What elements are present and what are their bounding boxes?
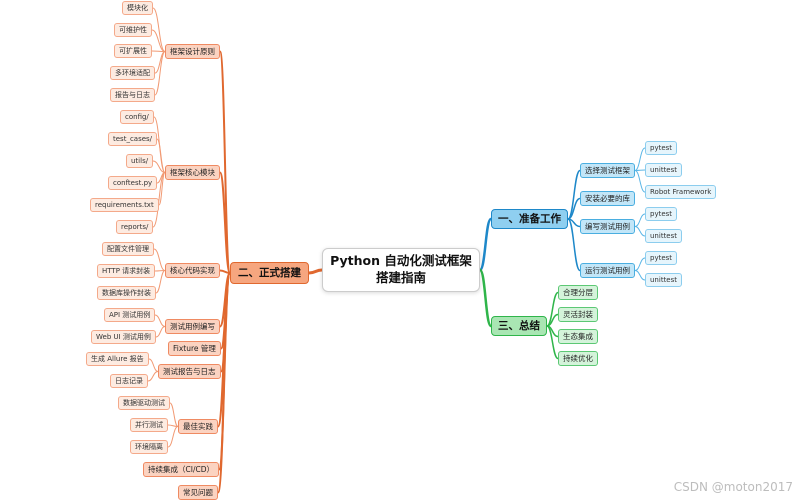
link-build-leaf (152, 160, 166, 173)
summary-optimization[interactable]: 持续优化 (558, 351, 598, 366)
leaf[interactable]: 数据库操作封装 (97, 286, 156, 300)
link-build-child (217, 272, 231, 494)
leaf[interactable]: 并行测试 (130, 418, 168, 432)
link-build-leaf (167, 426, 179, 448)
link-prepare-leaf (634, 147, 646, 171)
leaf[interactable]: API 测试用例 (104, 308, 156, 322)
link-build-leaf (169, 402, 179, 427)
leaf[interactable]: config/ (120, 110, 154, 124)
build-core-code[interactable]: 核心代码实现 (165, 263, 220, 278)
link-prepare-leaf (634, 270, 646, 281)
link-prepare-leaf (634, 226, 646, 237)
leaf[interactable]: conftest.py (108, 176, 158, 190)
summary-encapsulation[interactable]: 灵活封装 (558, 307, 598, 322)
link-build-leaf (154, 51, 166, 96)
leaf[interactable]: 数据驱动测试 (118, 396, 170, 410)
link-build-leaf (154, 314, 166, 327)
branch-summary[interactable]: 三、总结 (491, 316, 547, 336)
branch-prepare[interactable]: 一、准备工作 (491, 209, 568, 229)
watermark: CSDN @moton2017 (673, 480, 793, 494)
branch-build[interactable]: 二、正式搭建 (230, 262, 309, 284)
link-build-leaf (155, 270, 166, 294)
leaf[interactable]: Web UI 测试用例 (91, 330, 156, 344)
build-faq[interactable]: 常见问题 (178, 485, 218, 500)
prepare-choose-framework[interactable]: 选择测试框架 (580, 163, 635, 178)
leaf[interactable]: 可扩展性 (114, 44, 152, 58)
leaf[interactable]: 多环境适配 (110, 66, 155, 80)
link-build-leaf (152, 7, 166, 52)
link-build-child (219, 171, 231, 274)
leaf[interactable]: pytest (645, 251, 678, 265)
leaf[interactable]: 可维护性 (114, 23, 152, 37)
leaf[interactable]: Robot Framework (645, 185, 717, 199)
link-prepare-leaf (634, 170, 646, 193)
leaf[interactable]: test_cases/ (108, 132, 158, 146)
link-root-build (307, 268, 324, 275)
root-topic[interactable]: Python 自动化测试框架搭建指南 (322, 248, 480, 292)
leaf[interactable]: unittest (645, 273, 683, 287)
link-build-leaf (147, 371, 159, 382)
prepare-install-libs[interactable]: 安装必要的库 (580, 191, 635, 206)
link-root-summary (478, 268, 493, 328)
link-build-leaf (151, 50, 166, 52)
leaf[interactable]: 报告与日志 (110, 88, 155, 102)
build-ci-cd[interactable]: 持续集成（CI/CD） (143, 462, 219, 477)
link-prepare-leaf (634, 257, 646, 271)
build-fixture[interactable]: Fixture 管理 (168, 341, 221, 356)
prepare-write-cases[interactable]: 编写测试用例 (580, 219, 635, 234)
leaf[interactable]: 环境隔离 (130, 440, 168, 454)
leaf[interactable]: unittest (645, 163, 683, 177)
link-prepare-child (567, 169, 581, 220)
leaf[interactable]: 生成 Allure 报告 (86, 352, 149, 366)
leaf[interactable]: 日志记录 (110, 374, 148, 388)
leaf[interactable]: reports/ (116, 220, 154, 234)
leaf[interactable]: 模块化 (122, 1, 153, 15)
leaf[interactable]: pytest (645, 141, 678, 155)
link-prepare-leaf (634, 169, 646, 171)
summary-ecosystem[interactable]: 生态集成 (558, 329, 598, 344)
link-build-leaf (151, 29, 166, 52)
build-design-principles[interactable]: 框架设计原则 (165, 44, 220, 59)
link-prepare-leaf (634, 213, 646, 227)
link-build-leaf (154, 270, 166, 272)
summary-layering[interactable]: 合理分层 (558, 285, 598, 300)
link-build-leaf (153, 248, 166, 271)
leaf[interactable]: 配置文件管理 (102, 242, 154, 256)
leaf[interactable]: unittest (645, 229, 683, 243)
leaf[interactable]: utils/ (126, 154, 154, 168)
prepare-run-cases[interactable]: 运行测试用例 (580, 263, 635, 278)
link-build-leaf (148, 358, 159, 372)
link-build-leaf (156, 138, 166, 173)
link-prepare-child (567, 218, 581, 272)
link-build-leaf (155, 326, 166, 338)
link-root-prepare (478, 217, 493, 272)
link-build-leaf (152, 172, 166, 228)
leaf[interactable]: HTTP 请求封装 (97, 264, 156, 278)
build-test-cases[interactable]: 测试用例编写 (165, 319, 220, 334)
leaf[interactable]: pytest (645, 207, 678, 221)
link-summary-child (546, 325, 559, 360)
build-core-modules[interactable]: 框架核心模块 (165, 165, 220, 180)
build-best-practice[interactable]: 最佳实践 (178, 419, 218, 434)
build-report-log[interactable]: 测试报告与日志 (158, 364, 221, 379)
leaf[interactable]: requirements.txt (90, 198, 159, 212)
